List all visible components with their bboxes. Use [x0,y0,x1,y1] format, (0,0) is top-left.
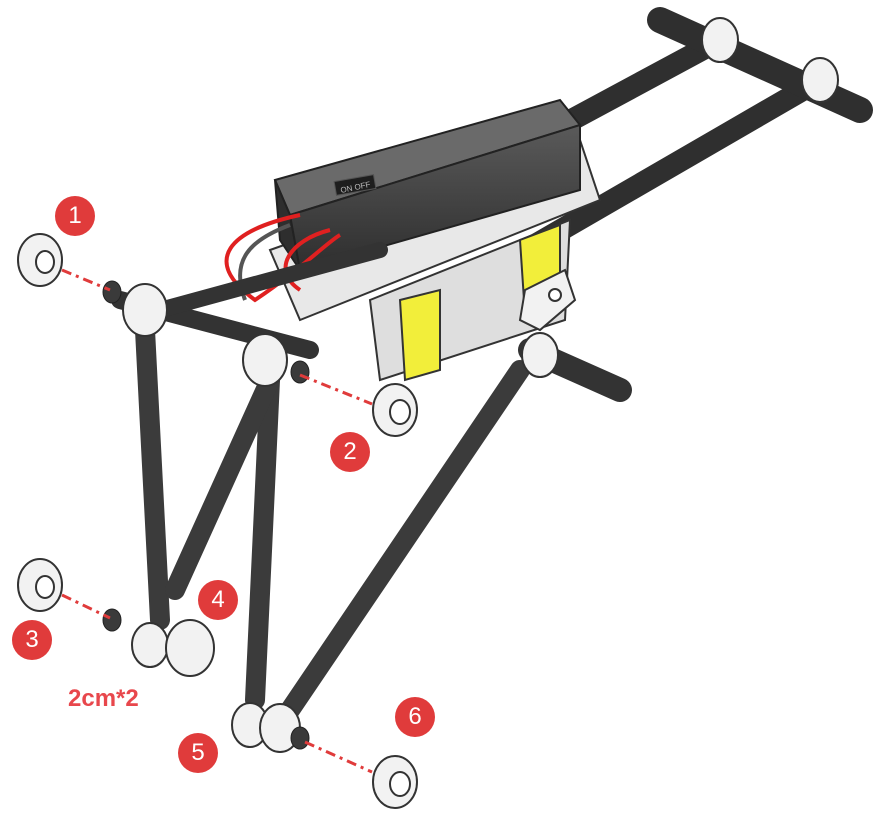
leg-rods [135,320,530,720]
assembly-guide-lines [61,268,373,774]
step-marker-1-label: 1 [68,202,82,229]
step-marker-4-label: 4 [211,586,225,613]
step-marker-4: 4 [198,580,238,620]
rear-bearings [701,17,839,103]
step-marker-5: 5 [178,733,218,773]
bearing-2 [372,383,418,437]
frame-bearings [122,283,559,753]
step-marker-6-label: 6 [408,703,422,730]
axle-stubs [102,280,310,750]
step-marker-2-label: 2 [343,438,357,465]
bearing-6 [372,755,418,809]
dimension-label: 2cm*2 [68,685,139,712]
loose-bearings [17,233,418,809]
step-marker-1: 1 [55,196,95,236]
servo-horn [518,268,577,332]
step-marker-2: 2 [330,432,370,472]
bearing-3 [17,558,63,612]
bearing-1 [17,233,63,287]
step-marker-5-label: 5 [191,739,205,766]
step-marker-3: 3 [12,620,52,660]
step-marker-6: 6 [395,697,435,737]
step-marker-3-label: 3 [25,626,39,653]
